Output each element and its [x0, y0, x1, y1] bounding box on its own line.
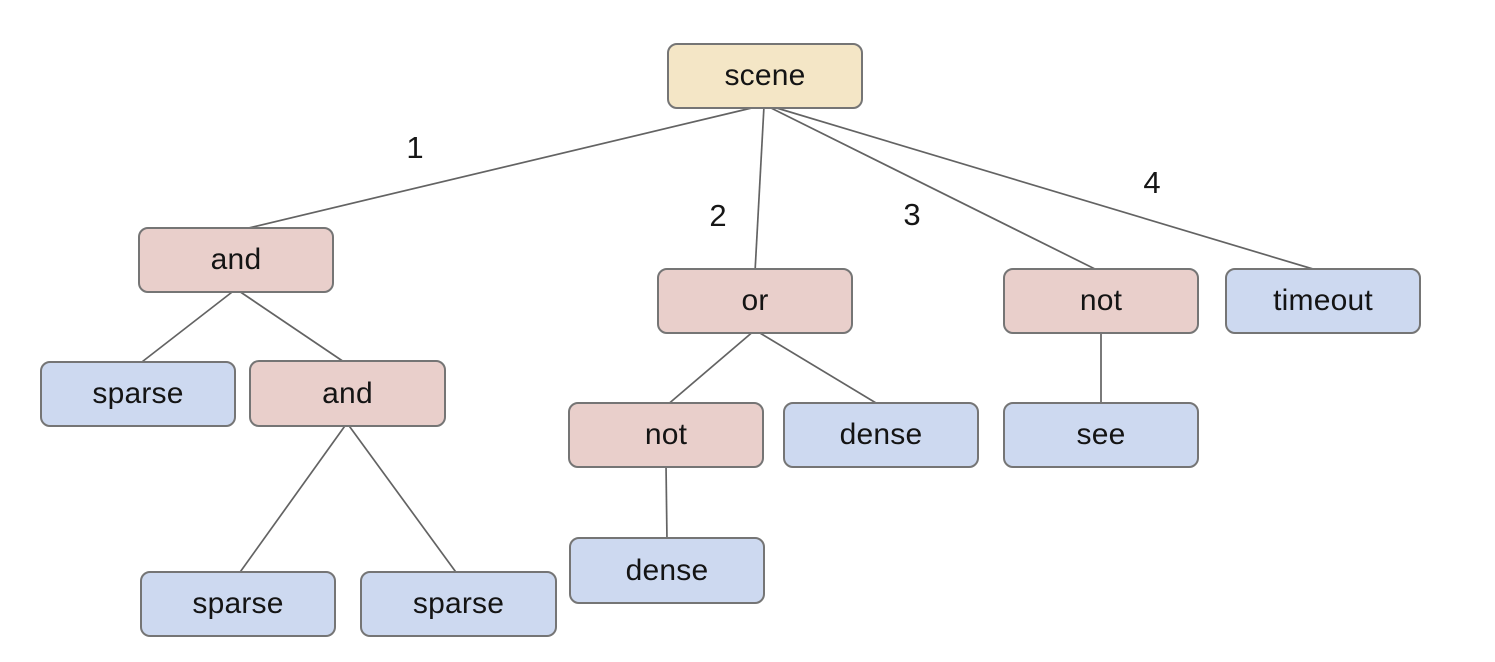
edge-label-1: 1: [406, 130, 424, 165]
edge-and2-to-sparse: [237, 422, 348, 576]
edge-not2-to-dense: [665, 463, 668, 542]
node-see: see: [1003, 402, 1199, 468]
edge-and-to-sparse: [137, 288, 237, 366]
edge-scene-to-or: [754, 105, 765, 273]
node-timeout: timeout: [1225, 268, 1421, 334]
edge-and-to-and: [235, 288, 348, 365]
edge-label-4: 4: [1143, 165, 1161, 200]
node-sparse-nested2: sparse: [360, 571, 557, 637]
node-not: not: [1003, 268, 1199, 334]
node-and-nested: and: [249, 360, 446, 427]
node-sparse: sparse: [40, 361, 236, 427]
node-dense: dense: [783, 402, 979, 468]
node-and: and: [138, 227, 334, 293]
node-sparse-nested: sparse: [140, 571, 336, 637]
edge-label-3: 3: [903, 197, 921, 232]
edge-scene-to-not: [766, 105, 1102, 273]
edge-or-to-not: [665, 329, 756, 407]
edge-scene-to-timeout: [769, 105, 1324, 273]
node-dense-nested: dense: [569, 537, 765, 604]
edge-scene-to-and: [235, 105, 761, 232]
edge-label-2: 2: [709, 198, 727, 233]
node-scene: scene: [667, 43, 863, 109]
edge-and2-to-sparse2: [346, 422, 459, 576]
node-not-nested: not: [568, 402, 764, 468]
edge-or-to-dense: [754, 329, 882, 407]
node-or: or: [657, 268, 853, 334]
